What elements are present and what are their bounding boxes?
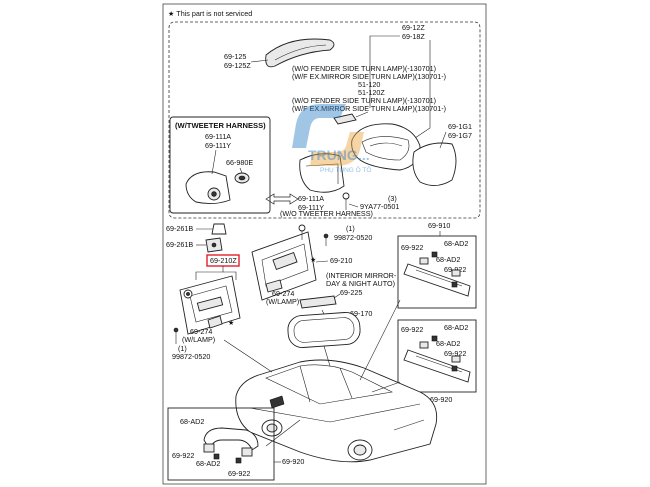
tweeter-label-2: 69-111Y: [205, 141, 231, 150]
mirror-cover-part: [265, 38, 335, 68]
label-bolt: 9YA77-0501: [360, 202, 399, 211]
interior-mirror-note-1: (INTERIOR MIRROR-: [326, 271, 397, 280]
star-right: ★: [310, 255, 316, 264]
label-bracket-4: 68-AD2: [436, 339, 460, 348]
car-illustration: [235, 359, 438, 463]
label-lamp-left-note: (W/LAMP): [182, 335, 215, 344]
label-handle-top: 69-910: [428, 221, 450, 230]
detail-label-cap-2: 69-922: [228, 469, 250, 478]
left-sun-visor-part: [179, 275, 241, 335]
label-bracket-2: 68-AD2: [436, 255, 460, 264]
interior-mirror-cover-part: [299, 293, 341, 309]
label-left-visor: 69-210Z: [210, 256, 237, 265]
label-mirror-assy-1: 69-12Z: [402, 23, 425, 32]
label-lamp-right: 69-274: [272, 289, 294, 298]
label-mirror-cover: 69-225: [340, 288, 362, 297]
label-screw: 99872-0520: [334, 233, 372, 242]
label-bolt-count: (3): [388, 194, 397, 203]
left-visor-mount: [183, 289, 193, 299]
label-glass-2: 69-1G7: [448, 131, 472, 140]
note-lamp-1: 51-120: [358, 80, 380, 89]
label-lamp-right-note: (W/LAMP): [266, 297, 299, 306]
label-mirror-assy-2: 69-18Z: [402, 32, 425, 41]
visor-clip-upper: [211, 223, 227, 235]
mirror-base-part: [299, 153, 345, 193]
label-cap-1: 69-922: [401, 243, 423, 252]
double-arrow-icon: [265, 193, 299, 205]
detail-label-handle: 69-920: [282, 457, 304, 466]
label-bracket-1: 68-AD2: [444, 239, 468, 248]
assist-handle-top: [403, 251, 471, 297]
tweeter-box-title: (W/TWEETER HARNESS): [175, 121, 266, 130]
label-wo-tweeter: (W/O TWEETER HARNESS): [280, 209, 373, 218]
watermark-tagline: PHỤ TÙNG Ô TÔ: [320, 165, 371, 174]
interior-mirror-part: [287, 309, 361, 348]
screw-part: [323, 233, 329, 246]
label-cap-4: 69-922: [444, 349, 466, 358]
service-notice: ★ This part is not serviced: [168, 9, 252, 18]
page-frame: [162, 3, 487, 485]
interior-mirror-note-2: DAY & NIGHT AUTO): [326, 279, 395, 288]
label-mirror-cover-1: 69-125: [224, 52, 246, 61]
label-glass-1: 69-1G1: [448, 122, 472, 131]
left-visor-lamp: [207, 315, 223, 329]
tweeter-harness-box: [169, 116, 271, 214]
mirror-housing-part: [351, 123, 421, 171]
label-cap-2: 69-922: [444, 265, 466, 274]
detail-label-bracket-1: 68-AD2: [180, 417, 204, 426]
mirror-bolt-part: [342, 192, 350, 210]
right-visor-screw: [298, 224, 306, 240]
label-screw-left: 99872-0520: [172, 352, 210, 361]
tweeter-grommet-label: 66-980E: [226, 158, 253, 167]
detail-label-cap-1: 69-922: [172, 451, 194, 460]
handle-bottom-frame: [397, 319, 477, 393]
label-right-visor: 69-210: [330, 256, 352, 265]
note-2: (W/F EX.MIRROR SIDE TURN LAMP)(130701-): [292, 72, 446, 81]
right-visor-lamp: [265, 279, 283, 293]
handle-detail-frame: [167, 407, 275, 481]
side-turn-lamp-part: [333, 111, 369, 125]
label-screw-count-left: (1): [178, 344, 187, 353]
detail-label-bracket-2: 68-AD2: [196, 459, 220, 468]
mirror-glass-part: [412, 142, 457, 186]
note-lamp-2: 51-120Z: [358, 88, 385, 97]
assist-handle-bottom: [403, 335, 471, 383]
label-handle-bottom: 69-920: [430, 395, 452, 404]
label-screw-count: (1): [346, 224, 355, 233]
handle-top-frame: [397, 235, 477, 309]
label-base-2: 69-111Y: [298, 203, 324, 212]
label-mirror-cover-2: 69-125Z: [224, 61, 251, 70]
label-interior-mirror: 69-170: [350, 309, 372, 318]
tweeter-label-1: 69-111A: [205, 132, 231, 141]
label-cap-3: 69-922: [401, 325, 423, 334]
note-3: (W/O FENDER SIDE TURN LAMP)(-130701): [292, 96, 436, 105]
label-visor-clip-upper: 69-261B: [166, 224, 193, 233]
label-visor-clip-lower: 69-261B: [166, 240, 193, 249]
left-visor-screw: [173, 327, 179, 344]
label-lamp-left: 69-274: [190, 327, 212, 336]
note-1: (W/O FENDER SIDE TURN LAMP)(-130701): [292, 64, 436, 73]
mirror-group-boundary: [168, 21, 481, 219]
watermark-brand: TRUNG: [308, 147, 358, 163]
visor-clip-lower: [205, 237, 223, 253]
note-4: (W/F EX.MIRROR SIDE TURN LAMP)(130701-): [292, 104, 446, 113]
tweeter-base-part: [185, 149, 231, 205]
label-base-1: 69-111A: [298, 194, 324, 203]
label-bracket-3: 68-AD2: [444, 323, 468, 332]
tweeter-grommet-part: [234, 167, 250, 184]
assist-handle-detail: [203, 427, 259, 464]
star-left: ★: [228, 318, 234, 327]
watermark-brand-2: ...: [358, 147, 370, 163]
watermark-logo: [292, 104, 364, 166]
